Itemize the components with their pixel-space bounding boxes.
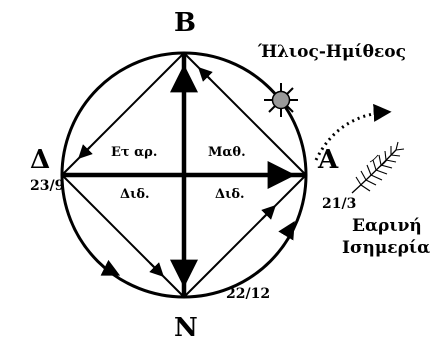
date-east: 21/3 bbox=[322, 196, 356, 212]
date-west: 23/9 bbox=[30, 178, 64, 194]
quadrant-lower-right: Διδ. bbox=[215, 187, 245, 202]
edge-south-east bbox=[184, 175, 306, 297]
caption-line-2: Ισημερία bbox=[342, 238, 430, 258]
arrow-ne-edge bbox=[200, 69, 210, 79]
date-south: 22/12 bbox=[226, 286, 270, 302]
quadrant-upper-right: Μαθ. bbox=[208, 145, 246, 160]
quadrant-lower-left: Διδ. bbox=[120, 187, 150, 202]
label-west: Δ bbox=[30, 145, 50, 175]
sun-demigod-title: Ήλιος-Ημίθεος bbox=[258, 42, 406, 62]
label-east: Α bbox=[318, 145, 338, 175]
arrow-sw-edge bbox=[150, 263, 162, 275]
label-south: Ν bbox=[174, 313, 198, 343]
caption-line-1: Εαρινή bbox=[352, 216, 422, 236]
arrow-se-edge bbox=[262, 207, 274, 219]
sun-icon bbox=[264, 83, 298, 117]
label-north: Β bbox=[174, 8, 196, 38]
fern-leaf-icon bbox=[352, 142, 404, 193]
arrow-nw-edge bbox=[80, 147, 90, 157]
quadrant-upper-left: Ετ αρ. bbox=[111, 145, 157, 160]
